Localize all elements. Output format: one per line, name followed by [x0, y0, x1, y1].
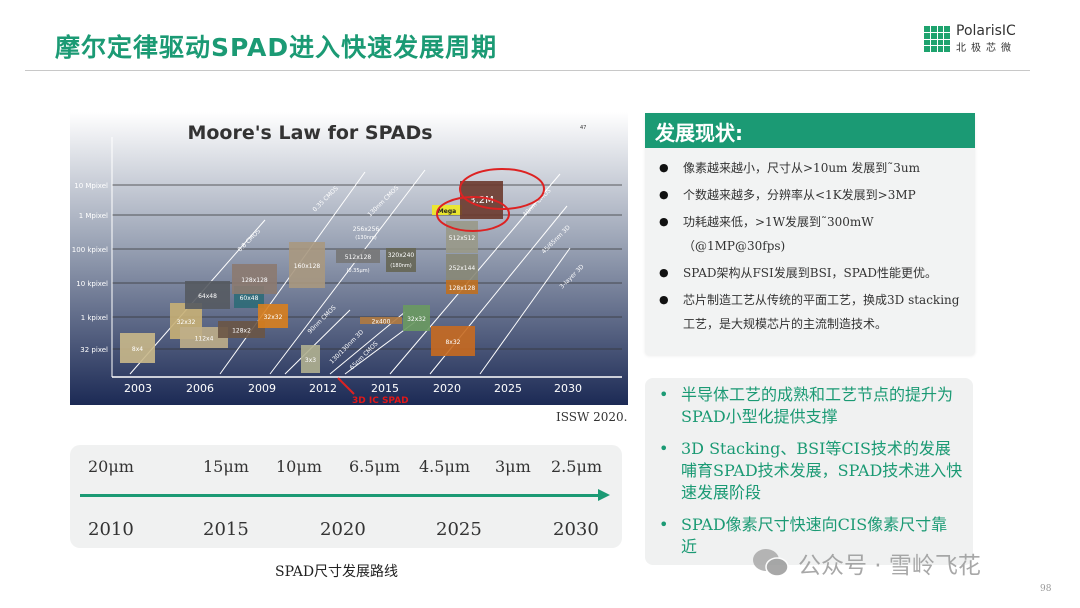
roadmap-caption: SPAD尺寸发展路线: [275, 564, 399, 580]
logo-name-cn: 北极芯微: [956, 43, 1016, 54]
chip-label: 2x400: [372, 319, 391, 326]
chip-image: [336, 249, 380, 263]
page-number: 98: [1040, 584, 1052, 594]
chip-label: 32x32: [264, 314, 283, 321]
logo-grid-icon: [924, 26, 950, 52]
watermark: 公众号 · 雪岭飞花: [752, 546, 981, 580]
figure-corner: 47: [580, 125, 586, 131]
chip-label: 252x144: [449, 265, 476, 272]
size-label: 3μm: [495, 457, 531, 476]
chip-label: 112x4: [195, 336, 214, 343]
chip-label: 320x240: [388, 252, 415, 259]
size-label: 10μm: [276, 457, 322, 476]
y-axis-label: 100 kpixel: [72, 246, 108, 254]
chip-image: [232, 264, 277, 294]
timeline-arrow: [80, 489, 610, 501]
chip-label: 32x32: [177, 319, 196, 326]
status-item: 个数越来越多，分辨率从<1K发展到>3MP: [655, 183, 965, 207]
chip-image: [218, 321, 265, 338]
x-axis-label: 2020: [433, 382, 461, 395]
x-axis-label: 2030: [554, 382, 582, 395]
year-label: 2030: [553, 519, 599, 540]
chip-image: [289, 242, 325, 288]
chip-label: (130nm): [355, 235, 377, 241]
y-axis-label: 1 kpixel: [81, 314, 108, 322]
chip-label: 128x128: [449, 285, 476, 292]
y-axis-label: 1 Mpixel: [79, 212, 108, 220]
wechat-icon: [753, 549, 789, 577]
year-label: 2025: [436, 519, 482, 540]
chip-label: 60x48: [240, 295, 259, 302]
chip-image: [180, 327, 228, 348]
process-node-arrow: [479, 247, 571, 375]
chip-image: [446, 221, 478, 253]
size-roadmap: 20μm 15μm 10μm 6.5μm 4.5μm 3μm 2.5μm 201…: [70, 445, 622, 548]
annotation-3d-ic-spad: 3D IC SPAD: [352, 396, 409, 405]
watermark-text: 公众号 · 雪岭飞花: [798, 553, 981, 579]
chip-label: 32x32: [407, 316, 426, 323]
chip-image: [360, 317, 402, 324]
size-label: 6.5μm: [349, 457, 401, 476]
chip-image: [185, 281, 230, 309]
chip-label: (0.35μm): [346, 268, 369, 274]
x-axis-label: 2012: [309, 382, 337, 395]
figure-source: ISSW 2020.: [556, 410, 628, 424]
chip-label: 128x128: [241, 277, 268, 284]
chip-label: 64x48: [198, 293, 217, 300]
driver-item: SPAD像素尺寸快速向CIS像素尺寸靠近: [657, 514, 963, 558]
size-label: 20μm: [88, 457, 134, 476]
chip-label: 3.2M: [469, 195, 494, 206]
chip-image: [431, 326, 475, 356]
moores-law-figure: Moore's Law for SPADs 47 10 Mpixel 1 Mpix…: [70, 112, 628, 405]
chip-label: 160x128: [294, 263, 321, 270]
chip-image: [432, 205, 462, 215]
size-label: 2.5μm: [551, 457, 603, 476]
chip-label: 8x32: [445, 339, 460, 346]
status-item: SPAD架构从FSI发展到BSI，SPAD性能更优。: [655, 261, 965, 285]
status-item: 芯片制造工艺从传统的平面工艺，换成3D stacking工艺，是大规模芯片的主流…: [655, 288, 965, 336]
process-node-arrow: [284, 309, 351, 375]
slide-title: 摩尔定律驱动SPAD进入快速发展周期: [55, 33, 498, 62]
chip-image: [301, 345, 320, 373]
x-axis-label: 2015: [371, 382, 399, 395]
year-label: 2020: [320, 519, 366, 540]
chip-image: [446, 254, 478, 280]
status-item: 功耗越来低，>1W发展到˜300mW （@1MP@30fps): [655, 210, 965, 258]
drivers-panel: 半导体工艺的成熟和工艺节点的提升为SPAD小型化提供支撑 3D Stacking…: [645, 378, 973, 565]
chip-label: 128x2: [232, 328, 251, 335]
x-axis-label: 2003: [124, 382, 152, 395]
chip-label: (180nm): [390, 263, 412, 269]
logo: PolarisIC 北极芯微: [924, 24, 1016, 54]
y-axis-label: 10 kpixel: [76, 280, 108, 288]
chip-image: [120, 333, 155, 363]
process-node-arrow: [269, 169, 426, 375]
size-label: 4.5μm: [419, 457, 471, 476]
status-item: 像素越来越小，尺寸从>10um 发展到˜3um: [655, 156, 965, 180]
chip-image: [403, 305, 430, 331]
x-axis-label: 2006: [186, 382, 214, 395]
chip-label: 8x4: [132, 346, 143, 353]
figure-title: Moore's Law for SPADs: [187, 122, 432, 144]
size-label: 15μm: [203, 457, 249, 476]
x-axis-label: 2009: [248, 382, 276, 395]
year-label: 2015: [203, 519, 249, 540]
y-axis-label: 32 pixel: [80, 346, 108, 354]
chip-label: 256x256: [353, 226, 380, 233]
status-panel: 发展现状: 像素越来越小，尺寸从>10um 发展到˜3um 个数越来越多，分辨率…: [645, 113, 975, 355]
logo-name: PolarisIC: [956, 23, 1016, 39]
status-heading: 发展现状:: [645, 113, 975, 148]
chip-image: [386, 248, 416, 272]
chip-image: [258, 304, 288, 328]
chip-label: 3x3: [305, 357, 316, 364]
chip-label: Mega: [438, 208, 456, 215]
x-axis-label: 2025: [494, 382, 522, 395]
year-label: 2010: [88, 519, 134, 540]
driver-item: 半导体工艺的成熟和工艺节点的提升为SPAD小型化提供支撑: [657, 384, 963, 428]
chip-label: 512x512: [449, 235, 476, 242]
header-divider: [25, 70, 1030, 71]
y-axis-label: 10 Mpixel: [74, 182, 108, 190]
chip-image: [446, 280, 478, 294]
chip-label: 512x128: [345, 254, 372, 261]
driver-item: 3D Stacking、BSI等CIS技术的发展哺育SPAD技术发展，SPAD技…: [657, 438, 963, 504]
